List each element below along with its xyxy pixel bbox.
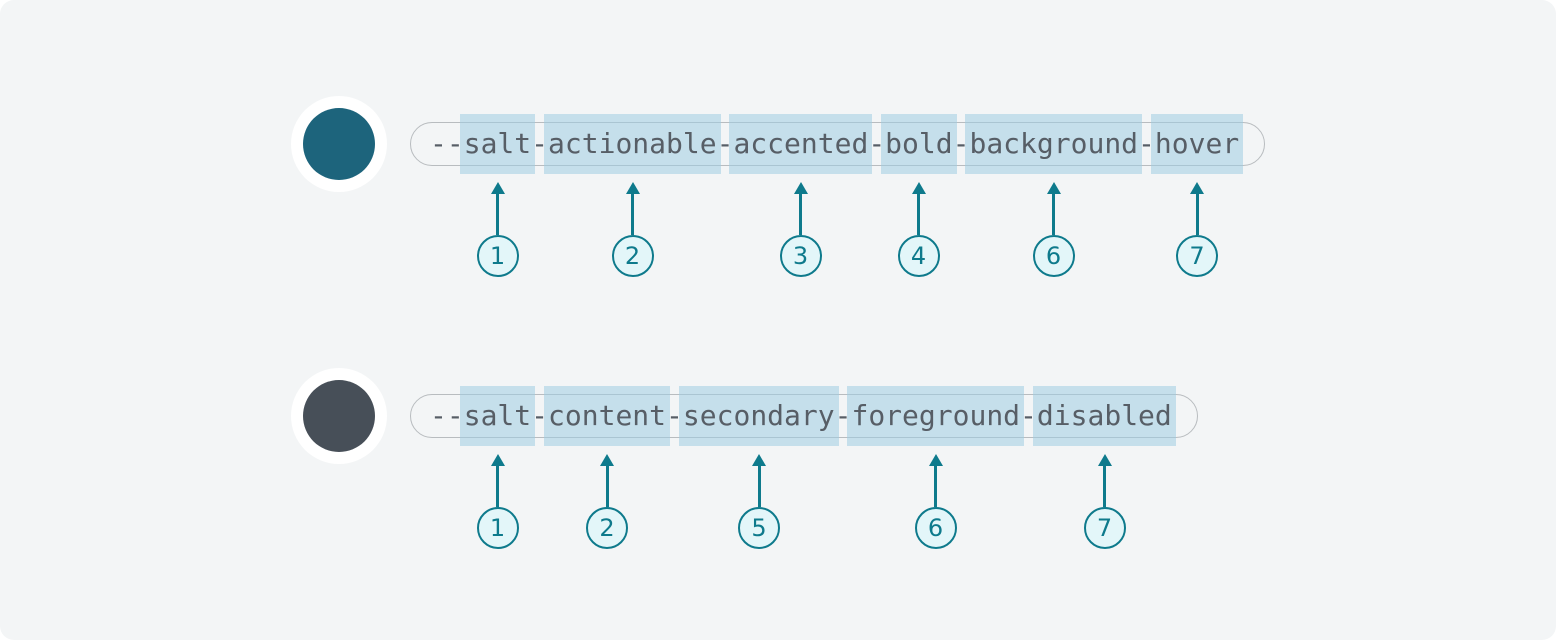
token-segment: salt [459, 386, 536, 446]
arrow-line [917, 194, 920, 235]
segment-number-badge: 6 [1032, 235, 1075, 277]
token-segment: secondary [678, 386, 839, 446]
token-segment: salt [459, 114, 536, 174]
arrow-up-icon [625, 182, 640, 194]
segment-number-badge: 2 [611, 235, 654, 277]
segment-callout: 1 [476, 454, 520, 549]
arrow-up-icon [1046, 182, 1061, 194]
token-segment: disabled [1032, 386, 1176, 446]
arrow-line [934, 466, 937, 507]
token-name-pill: --salt-actionable-accented-bold-backgrou… [410, 114, 1266, 174]
token-segment: background [965, 114, 1143, 174]
arrow-up-icon [928, 454, 943, 466]
token-separator: - [952, 127, 970, 160]
arrow-up-icon [911, 182, 926, 194]
color-swatch-ring [291, 96, 387, 192]
segment-number-badge: 4 [897, 235, 940, 277]
color-swatch [303, 380, 375, 452]
token-separator: - [868, 127, 886, 160]
token-separator: - [1020, 399, 1037, 432]
segment-callout: 4 [897, 182, 941, 277]
arrow-line [496, 194, 499, 235]
color-swatch [303, 108, 375, 180]
arrow-line [1052, 194, 1055, 235]
arrow-line [1103, 466, 1106, 507]
segment-number-badge: 1 [476, 507, 519, 549]
color-swatch-ring [291, 368, 387, 464]
token-separator: -- [430, 127, 464, 160]
arrow-line [496, 466, 499, 507]
segment-number-badge: 3 [779, 235, 822, 277]
token-callout-area: --salt-content-secondary-foreground-disa… [410, 386, 1198, 549]
arrow-up-icon [600, 454, 614, 466]
token-separator: - [716, 127, 734, 160]
segment-callout: 5 [737, 454, 781, 549]
token-segment: foreground [847, 386, 1025, 446]
arrow-up-icon [490, 182, 505, 194]
segment-callout: 7 [1083, 454, 1127, 549]
segment-number-badge: 7 [1083, 507, 1126, 549]
arrow-line [757, 466, 761, 507]
token-separator: -- [430, 399, 464, 432]
token-name-pill: --salt-content-secondary-foreground-disa… [410, 386, 1198, 446]
segment-callout: 1 [476, 182, 520, 277]
token-separator: - [531, 127, 549, 160]
arrow-line [799, 194, 802, 235]
arrow-up-icon [490, 454, 505, 466]
token-callout-area: --salt-actionable-accented-bold-backgrou… [410, 114, 1266, 277]
segment-callout: 7 [1175, 182, 1219, 277]
segment-number-badge: 5 [738, 507, 780, 549]
segment-callout: 6 [1032, 182, 1076, 277]
arrow-line [1195, 194, 1199, 235]
token-separator: - [531, 399, 549, 432]
token-segment: bold [881, 114, 957, 174]
segment-number-badge: 1 [476, 235, 519, 277]
arrow-up-icon [1097, 454, 1112, 466]
token-segment: accented [729, 114, 873, 174]
arrow-up-icon [1190, 182, 1204, 194]
arrow-up-icon [793, 182, 808, 194]
segment-callout: 6 [914, 454, 958, 549]
token-segment: hover [1150, 114, 1244, 174]
token-segment: actionable [544, 114, 721, 174]
token-segment: content [544, 386, 671, 446]
token-separator: - [834, 399, 852, 432]
segment-callout: 2 [611, 182, 655, 277]
arrow-line [605, 466, 609, 507]
arrow-up-icon [752, 454, 766, 466]
segment-number-badge: 7 [1176, 235, 1218, 277]
arrow-line [631, 194, 634, 235]
segment-callout: 3 [779, 182, 823, 277]
segment-number-badge: 2 [586, 507, 628, 549]
segment-number-badge: 6 [914, 507, 957, 549]
token-separator: - [666, 399, 683, 432]
segment-callout: 2 [585, 454, 629, 549]
token-separator: - [1138, 127, 1155, 160]
